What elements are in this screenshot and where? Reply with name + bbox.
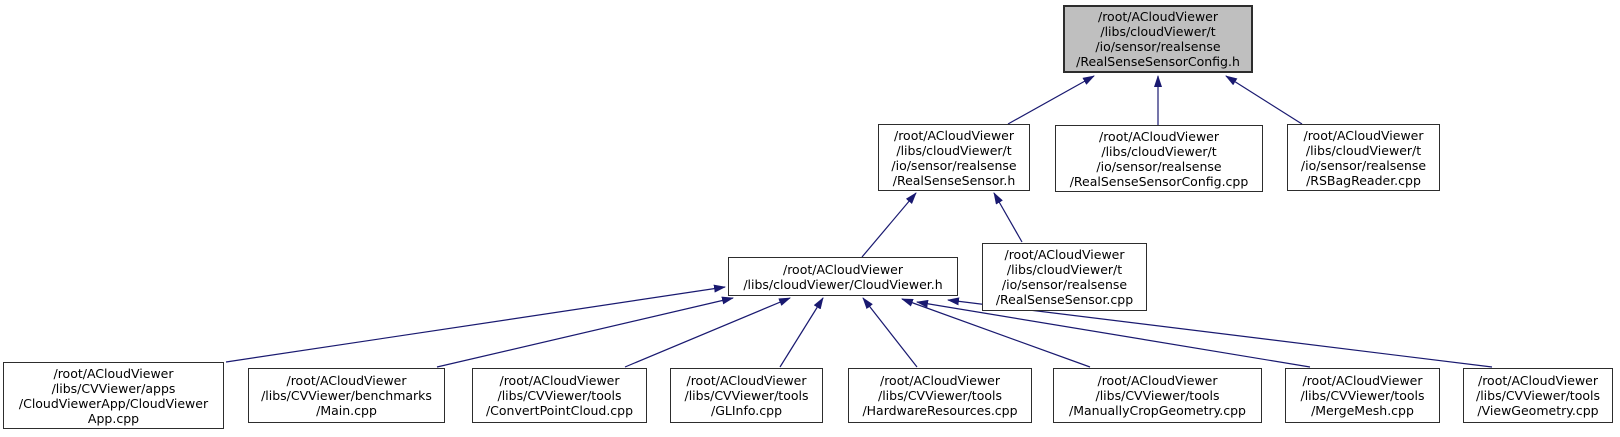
graph-node-rsbagreader-cpp[interactable]: /root/ACloudViewer /libs/cloudViewer/t /… [1287, 124, 1440, 191]
node-path-line: /libs/cloudViewer/t [896, 142, 1012, 158]
node-path-line: /ConvertPointCloud.cpp [485, 403, 634, 418]
node-path-line: /root/ACloudViewer [286, 373, 407, 388]
edge-hardwareresources-to-cloudviewer-h [862, 297, 918, 368]
node-path-line: /libs/cloudViewer/t [1305, 142, 1422, 158]
node-path-line: /root/ACloudViewer [1477, 373, 1598, 388]
node-path-line: /libs/CVViewer/benchmarks [261, 388, 432, 403]
graph-node-viewgeometry-cpp[interactable]: /root/ACloudViewer /libs/CVViewer/tools … [1463, 368, 1613, 423]
graph-node-realsensesensorconfig-cpp[interactable]: /root/ACloudViewer /libs/cloudViewer/t /… [1055, 125, 1263, 192]
node-path-line: /root/ACloudViewer [879, 373, 1000, 388]
edge-manuallycropgeometry-to-cloudviewer-h [901, 298, 1091, 368]
node-path-line: /HardwareResources.cpp [862, 403, 1018, 418]
edge-rsbagreader-to-config-h [1225, 75, 1303, 125]
node-path-line: /libs/CVViewer/tools [878, 388, 1002, 403]
edge-mergemesh-to-cloudviewer-h [916, 299, 1311, 368]
node-path-line: /libs/CVViewer/tools [1300, 388, 1425, 403]
node-path-line: /root/ACloudViewer [1303, 127, 1424, 143]
node-path-line: /GLInfo.cpp [710, 403, 782, 418]
edge-convertpointcloud-to-cloudviewer-h [624, 297, 791, 368]
edge-cloudviewer-h-to-sensor-h [861, 192, 917, 258]
node-path-line: /libs/CVViewer/tools [497, 388, 622, 403]
node-path-line: /libs/cloudViewer/t [1100, 24, 1216, 39]
node-path-line: /libs/CVViewer/tools [684, 388, 809, 403]
node-path-line: /io/sensor/realsense [1300, 157, 1427, 173]
node-path-line: /RealSenseSensor.h [892, 172, 1016, 188]
edge-sensor-cpp-to-sensor-h [993, 192, 1023, 243]
node-path-line: /root/ACloudViewer [1004, 247, 1125, 262]
node-path-line: /libs/CVViewer/apps [51, 380, 176, 396]
node-path-line: App.cpp [87, 410, 140, 426]
graph-node-realsensesensorconfig-h[interactable]: /root/ACloudViewer /libs/cloudViewer/t /… [1063, 5, 1253, 73]
graph-node-mergemesh-cpp[interactable]: /root/ACloudViewer /libs/CVViewer/tools … [1285, 368, 1440, 423]
node-path-line: /libs/CVViewer/tools [1095, 388, 1220, 403]
node-path-line: /Main.cpp [316, 403, 377, 418]
graph-node-cloudviewerapp-cpp[interactable]: /root/ACloudViewer /libs/CVViewer/apps /… [3, 362, 224, 429]
node-path-line: /io/sensor/realsense [1096, 158, 1222, 174]
node-path-line: /RealSenseSensorConfig.cpp [1069, 173, 1249, 189]
node-path-line: /ViewGeometry.cpp [1477, 403, 1599, 418]
graph-node-realsensesensor-cpp[interactable]: /root/ACloudViewer /libs/cloudViewer/t /… [982, 243, 1147, 311]
node-path-line: /RealSenseSensor.cpp [995, 292, 1134, 307]
node-path-line: /io/sensor/realsense [1001, 277, 1128, 292]
node-path-line: /io/sensor/realsense [1095, 39, 1221, 54]
edge-glinfo-to-cloudviewer-h [779, 297, 824, 368]
edge-cloudviewerapp-to-cloudviewer-h [225, 284, 726, 363]
node-path-line: /CloudViewerApp/CloudViewer [18, 395, 209, 411]
node-path-line: /MergeMesh.cpp [1311, 403, 1414, 418]
node-path-line: /root/ACloudViewer [782, 261, 903, 277]
graph-node-main-cpp[interactable]: /root/ACloudViewer /libs/CVViewer/benchm… [248, 368, 445, 423]
node-path-line: /root/ACloudViewer [499, 373, 620, 388]
graph-node-realsensesensor-h[interactable]: /root/ACloudViewer /libs/cloudViewer/t /… [878, 124, 1030, 191]
graph-node-convertpointcloud-cpp[interactable]: /root/ACloudViewer /libs/CVViewer/tools … [472, 368, 647, 423]
node-path-line: /root/ACloudViewer [53, 365, 174, 381]
node-path-line: /root/ACloudViewer [1097, 373, 1218, 388]
node-path-line: /libs/cloudViewer/t [1101, 143, 1217, 159]
edge-main-to-cloudviewer-h [436, 296, 734, 368]
node-path-line: /libs/CVViewer/tools [1476, 388, 1600, 403]
node-path-line: /RSBagReader.cpp [1306, 172, 1421, 188]
node-path-line: /root/ACloudViewer [893, 127, 1014, 143]
node-path-line: /ManuallyCropGeometry.cpp [1069, 403, 1246, 418]
graph-node-manuallycropgeometry-cpp[interactable]: /root/ACloudViewer /libs/CVViewer/tools … [1053, 368, 1262, 423]
node-path-line: /root/ACloudViewer [1098, 128, 1219, 144]
node-path-line: /root/ACloudViewer [686, 373, 807, 388]
node-path-line: /root/ACloudViewer [1097, 9, 1218, 24]
node-path-line: /io/sensor/realsense [891, 157, 1017, 173]
node-path-line: /RealSenseSensorConfig.h [1076, 54, 1240, 69]
edge-viewgeometry-to-cloudviewer-h [947, 297, 1493, 368]
node-path-line: /root/ACloudViewer [1302, 373, 1423, 388]
node-path-line: /libs/cloudViewer/CloudViewer.h [743, 276, 943, 292]
graph-node-hardwareresources-cpp[interactable]: /root/ACloudViewer /libs/CVViewer/tools … [848, 368, 1032, 423]
graph-node-glinfo-cpp[interactable]: /root/ACloudViewer /libs/CVViewer/tools … [670, 368, 823, 423]
edge-realsensesensor-h-to-config-h [1007, 75, 1095, 125]
node-path-line: /libs/cloudViewer/t [1006, 262, 1123, 277]
graph-node-cloudviewer-h[interactable]: /root/ACloudViewer /libs/cloudViewer/Clo… [728, 257, 958, 296]
